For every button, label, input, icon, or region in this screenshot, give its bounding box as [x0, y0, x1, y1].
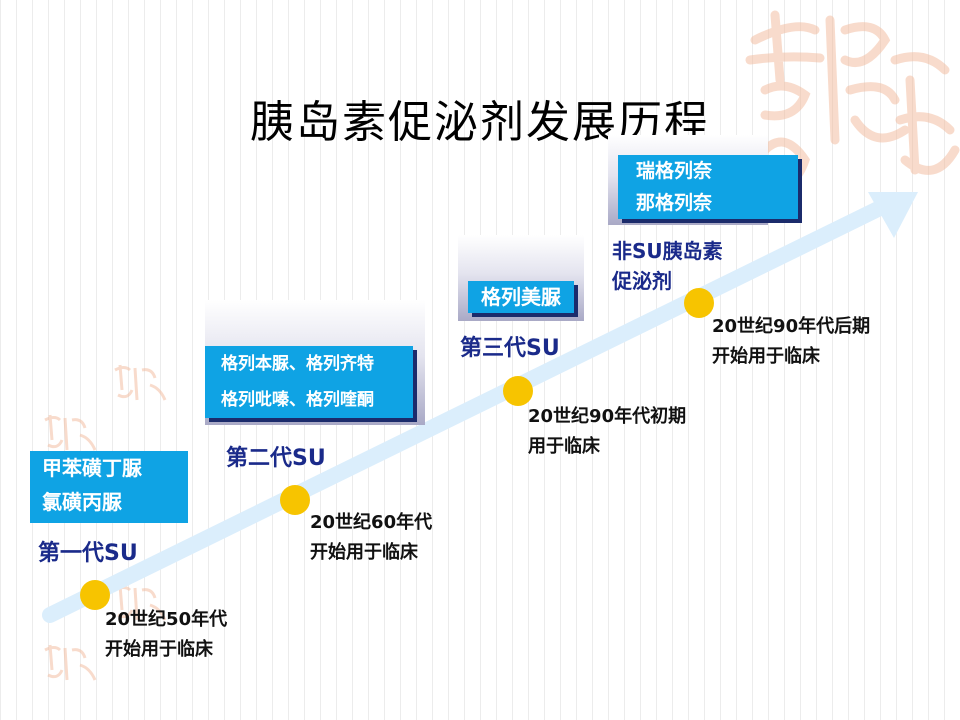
drug-name: 瑞格列奈 — [636, 160, 713, 182]
stage-3-dot — [503, 376, 533, 406]
stage-4-drug-box: 瑞格列奈 那格列奈 — [618, 155, 798, 219]
stage-4-dot — [684, 288, 714, 318]
stage-1-dot — [80, 580, 110, 610]
stage-2-generation-label: 第二代SU — [226, 446, 326, 471]
auspicious-seal-icon — [114, 364, 167, 401]
drug-name: 甲苯磺丁脲 — [42, 456, 142, 480]
stage-1-generation-label: 第一代SU — [38, 541, 138, 566]
stage-3-date-note: 20世纪90年代初期 用于临床 — [528, 406, 687, 457]
drug-name: 格列美脲 — [481, 285, 561, 309]
stage-3-drug-box: 格列美脲 — [468, 281, 574, 313]
auspicious-seal-icon — [745, 10, 960, 187]
stage-1-date-note: 20世纪50年代 开始用于临床 — [105, 609, 228, 660]
drug-name: 那格列奈 — [636, 192, 713, 214]
drug-name: 格列吡嗪、格列喹酮 — [221, 390, 374, 410]
stage-4-generation-label: 非SU胰岛素 促泌剂 — [612, 239, 723, 293]
stage-2-drug-box: 格列本脲、格列齐特 格列吡嗪、格列喹酮 — [205, 346, 413, 418]
drug-name: 格列本脲、格列齐特 — [221, 354, 374, 374]
auspicious-seal-icon — [44, 414, 97, 451]
stage-4-date-note: 20世纪90年代后期 开始用于临床 — [712, 316, 871, 367]
stage-2-date-note: 20世纪60年代 开始用于临床 — [310, 512, 433, 563]
stage-1-drug-box: 甲苯磺丁脲 氯磺丙脲 — [30, 451, 188, 523]
page-title: 胰岛素促泌剂发展历程 — [250, 97, 710, 148]
stage-2-dot — [280, 485, 310, 515]
drug-name: 氯磺丙脲 — [42, 490, 122, 514]
auspicious-seal-icon — [44, 644, 97, 681]
stage-3-generation-label: 第三代SU — [460, 336, 560, 361]
